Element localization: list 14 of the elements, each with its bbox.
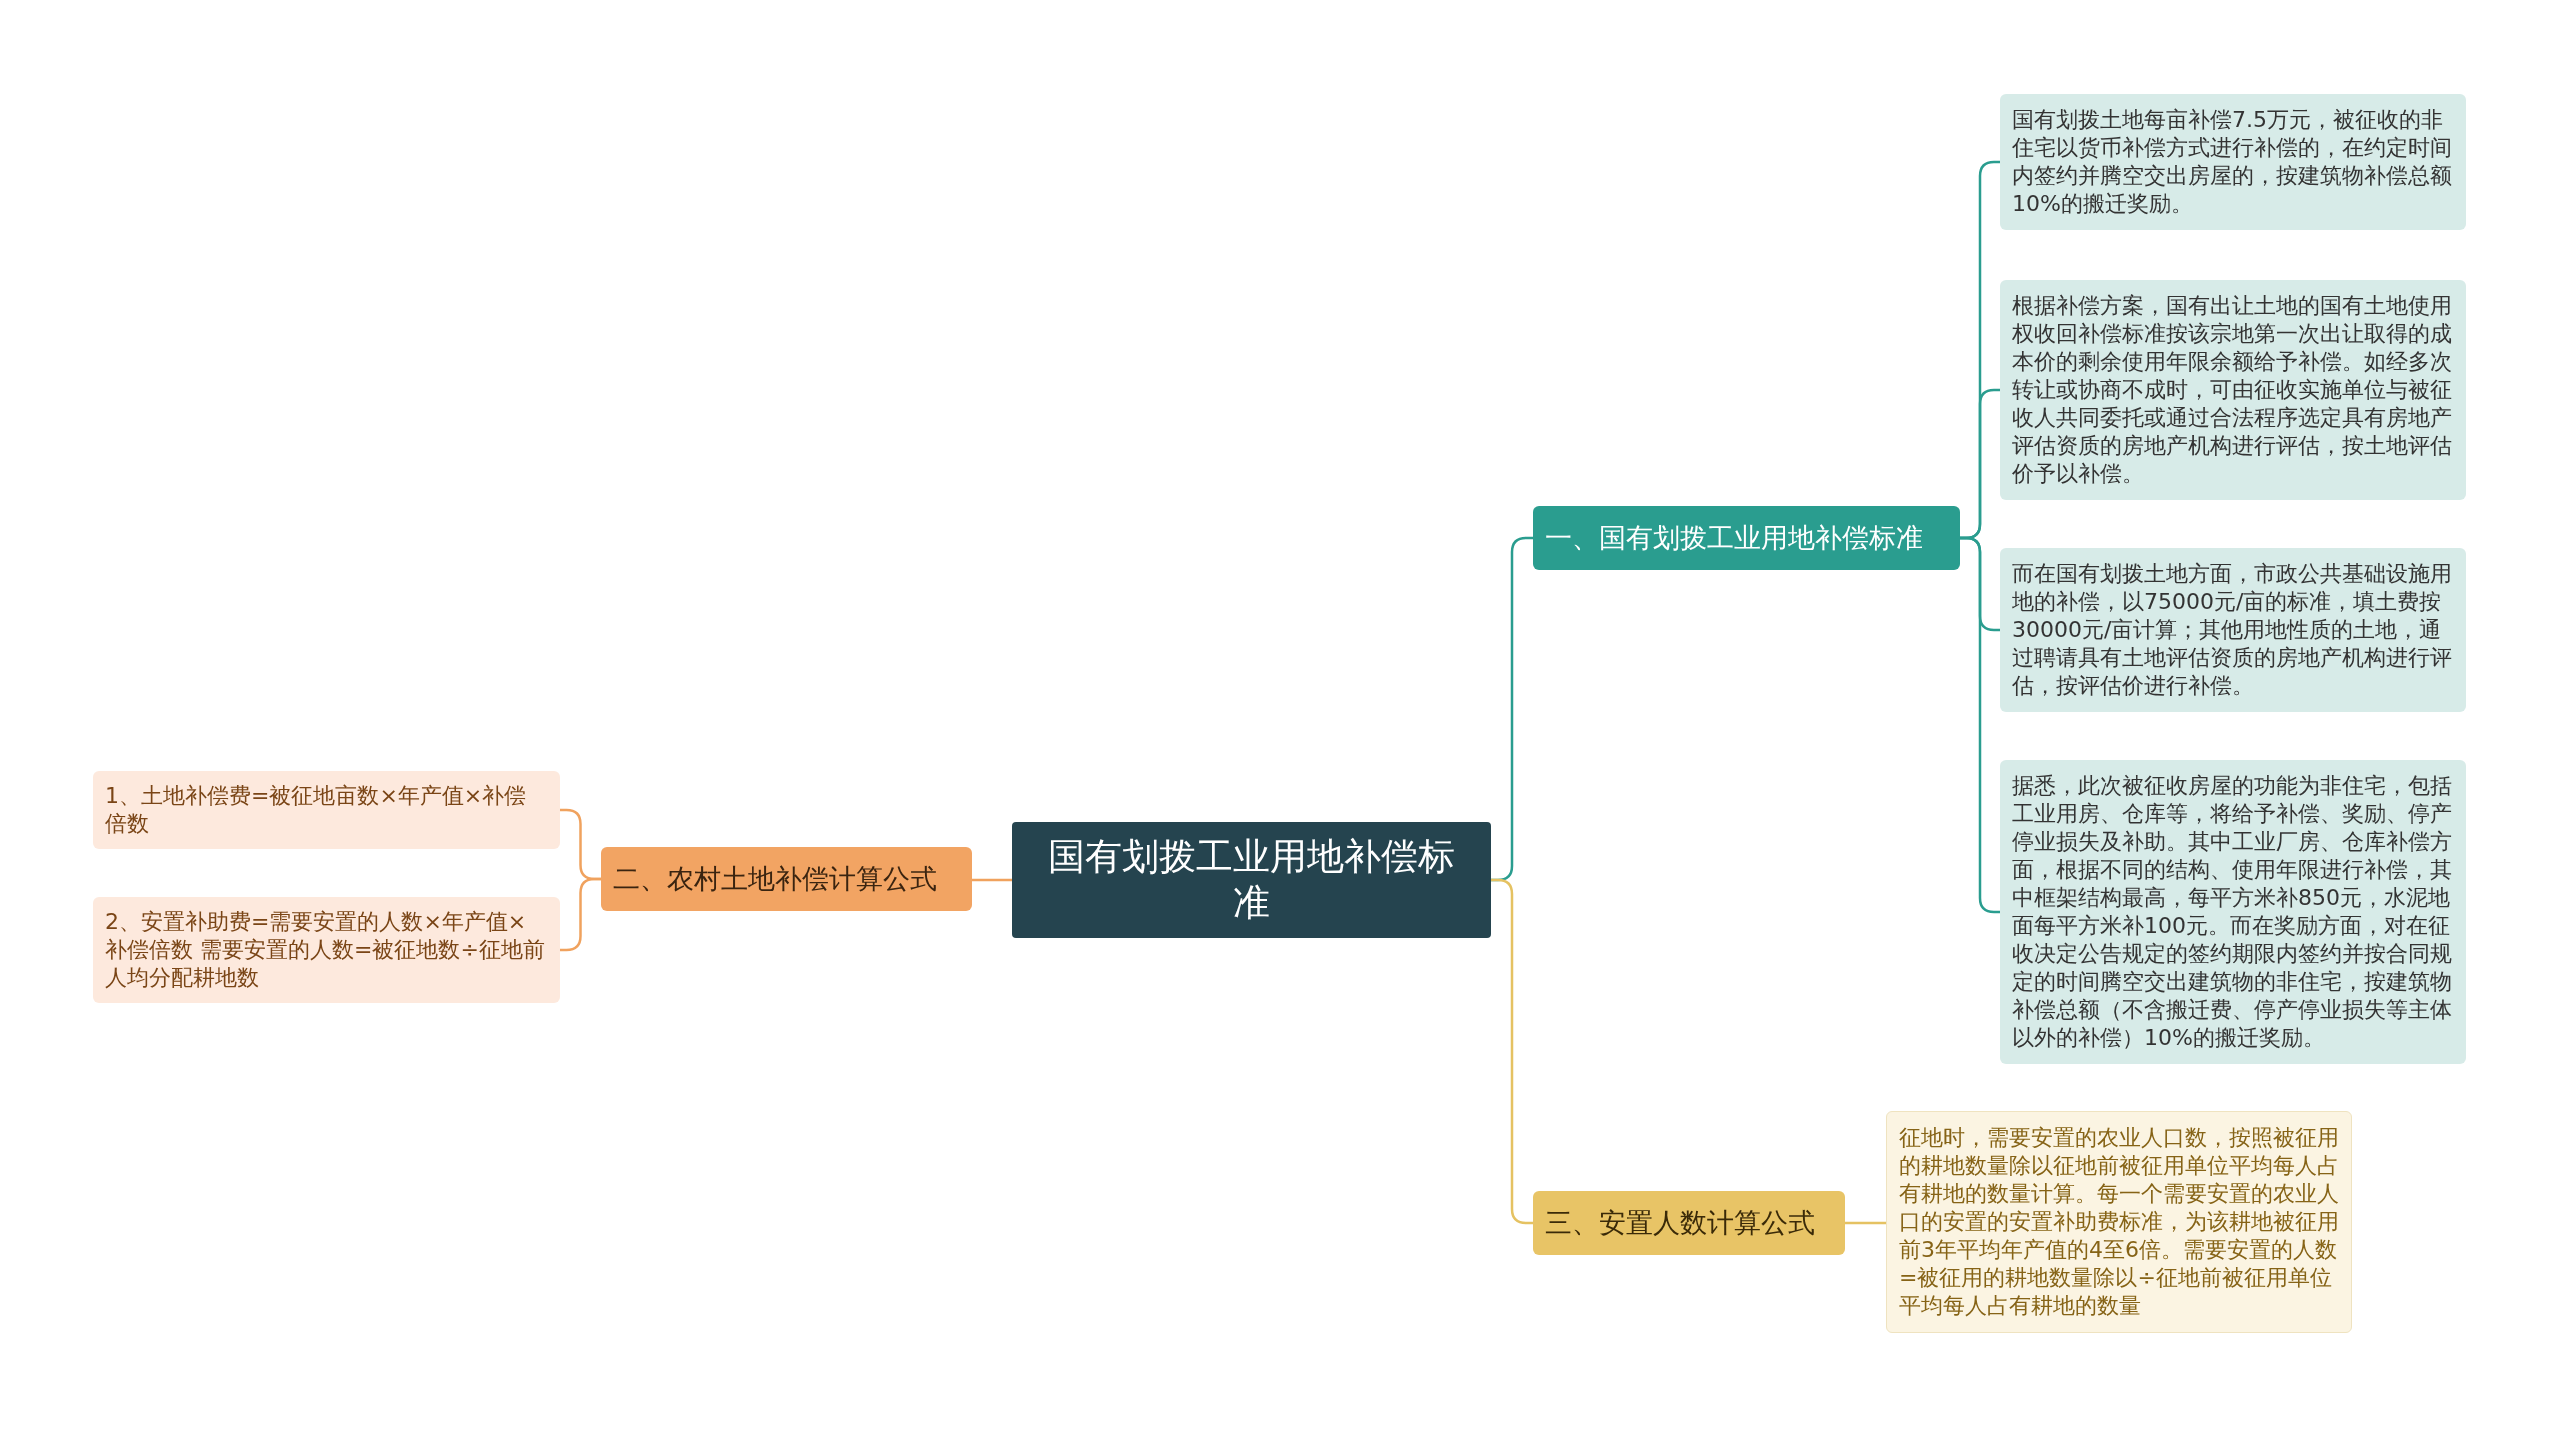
branch-topic-box: 三、安置人数计算公式 (1533, 1191, 1845, 1255)
connector-line (560, 877, 601, 952)
branch-topic-box: 一、国有划拨工业用地补偿标准 (1533, 506, 1960, 570)
formula-note-box: 2、安置补助费=需要安置的人数×年产值×补偿倍数 需要安置的人数=被征地数÷征地前人均分配耕地数 (93, 897, 560, 1003)
formula-note-box: 1、土地补偿费=被征地亩数×年产值×补偿倍数 (93, 771, 560, 849)
root-topic-box: 国有划拨工业用地补偿标准 (1012, 822, 1491, 938)
detail-note-box: 根据补偿方案，国有出让土地的国有土地使用权收回补偿标准按该宗地第一次出让取得的成本价的剩余使用年限余额给予补偿。如经多次转让或协商不成时，可由征收实施单位与被征收人共同委托或通过合法程序选定具有房地产评估资质的房地产机构进行评估，按土地评估价予以补偿。 (2000, 280, 2466, 500)
detail-note-box: 征地时，需要安置的农业人口数，按照被征用的耕地数量除以征地前被征用单位平均每人占有耕地的数量计算。每一个需要安置的农业人口的安置的安置补助费标准，为该耕地被征用前3年平均年产值的4至6倍。需要安置的人数=被征用的耕地数量除以÷征地前被征用单位平均每人占有耕地的数量 (1886, 1111, 2352, 1333)
detail-note-box: 据悉，此次被征收房屋的功能为非住宅，包括工业用房、仓库等，将给予补偿、奖励、停产停业损失及补助。其中工业厂房、仓库补偿方面，根据不同的结构、使用年限进行补偿，其中框架结构最高，每平方米补850元，水泥地面每平方米补100元。而在奖励方面，对在征收决定公告规定的签约期限内签约并按合同规定的时间腾空交出建筑物的非住宅，按建筑物补偿总额（不含搬迁费、停产停业损失等主体以外的补偿）10%的搬迁奖励。 (2000, 760, 2466, 1064)
connector-line (972, 878, 1012, 882)
connector-line (1845, 1221, 1886, 1225)
detail-note-box: 而在国有划拨土地方面，市政公共基础设施用地的补偿，以75000元/亩的标准，填土费按30000元/亩计算；其他用地性质的土地，通过聘请具有土地评估资质的房地产机构进行评估，按评估价进行补偿。 (2000, 548, 2466, 712)
detail-note-box: 国有划拨土地每亩补偿7.5万元，被征收的非住宅以货币补偿方式进行补偿的，在约定时间内签约并腾空交出房屋的，按建筑物补偿总额10%的搬迁奖励。 (2000, 94, 2466, 230)
branch-topic-box: 二、农村土地补偿计算公式 (601, 847, 972, 911)
